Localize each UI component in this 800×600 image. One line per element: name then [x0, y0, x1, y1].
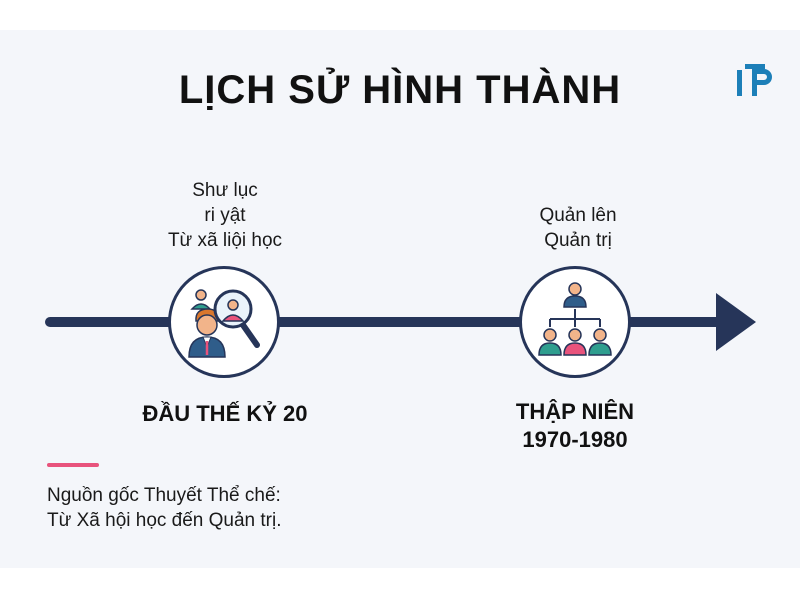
- event-2-note-line-2: Quản trị: [544, 230, 612, 251]
- event-1-note: Shư lục ri yật Từ xã liội học: [125, 178, 325, 253]
- it-logo-icon: [733, 58, 777, 102]
- event-2-note-line-1: Quản lên: [539, 205, 617, 226]
- footer-caption: Nguồn gốc Thuyết Thể chế: Từ Xã hội học …: [47, 483, 282, 533]
- footer-line-2: Từ Xã hội học đến Quản trị.: [47, 510, 282, 531]
- page-title: LỊCH SỬ HÌNH THÀNH: [178, 68, 622, 112]
- footer-accent-bar: [47, 463, 99, 467]
- event-1-milestone-line-1: ĐẦU THẾ KỶ 20: [142, 401, 308, 426]
- person-magnifier-icon: [188, 289, 260, 358]
- event-1-note-line-3: Từ xã liội học: [167, 230, 283, 251]
- event-2-milestone-line-2: 1970-1980: [522, 427, 628, 452]
- event-2-note: Quản lên Quản trị: [478, 203, 678, 253]
- event-1-note-line-2: ri yật: [204, 205, 246, 226]
- event-1-note-line-1: Shư lục: [192, 180, 258, 201]
- org-chart-icon: [538, 282, 612, 356]
- event-2-node: [519, 266, 631, 378]
- event-1-node: [168, 266, 280, 378]
- footer-line-1: Nguồn gốc Thuyết Thể chế:: [47, 485, 281, 506]
- event-2-milestone-line-1: THẬP NIÊN: [515, 399, 635, 424]
- event-1-milestone: ĐẦU THẾ KỶ 20: [110, 400, 340, 428]
- content-panel: [0, 30, 800, 568]
- timeline-arrow-head: [716, 293, 756, 351]
- event-2-milestone: THẬP NIÊN 1970-1980: [460, 398, 690, 454]
